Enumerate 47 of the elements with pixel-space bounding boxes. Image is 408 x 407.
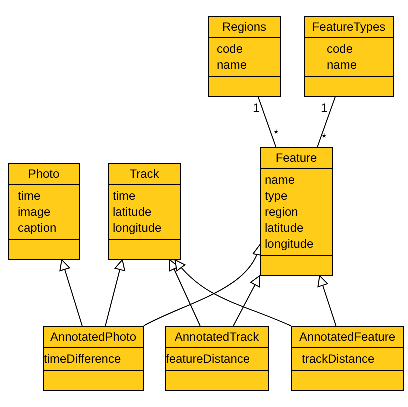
class-name: Feature [261, 148, 332, 169]
association-line [258, 96, 277, 148]
attribute-text: type [265, 188, 289, 204]
attribute-text: region [265, 204, 300, 220]
class-box [304, 16, 394, 97]
generalization-arrow [174, 260, 292, 326]
class-name: Regions [209, 17, 280, 38]
multiplicity-label: 1 [321, 102, 328, 114]
class-box [208, 16, 281, 97]
attribute-text: longitude [265, 236, 315, 252]
class-box [165, 326, 269, 391]
attribute-text: code [217, 41, 244, 57]
attribute-text: time [18, 188, 42, 204]
attribute-text: caption [18, 220, 58, 236]
attribute-text: image [18, 204, 52, 220]
generalization-arrow [60, 260, 83, 326]
class-box [291, 326, 404, 391]
generalization-arrow [318, 276, 337, 326]
class-name: FeatureTypes [305, 17, 393, 38]
class-box [260, 147, 333, 276]
attribute-text: longitude [113, 220, 163, 236]
class-name: AnnotatedFeature [292, 327, 403, 348]
generalization-arrow [233, 276, 260, 326]
multiplicity-label: * [274, 128, 279, 140]
attribute-text: name [265, 172, 296, 188]
class-name: Track [109, 164, 180, 185]
class-box [8, 163, 80, 260]
association-line [317, 96, 336, 148]
class-box [108, 163, 181, 260]
attribute-text: latitude [113, 204, 153, 220]
class-box [43, 326, 144, 391]
multiplicity-label: 1 [253, 102, 260, 114]
attribute-text: featureDistance [166, 351, 252, 367]
generalization-arrow [144, 244, 262, 326]
generalization-arrow [169, 260, 201, 326]
attribute-text: trackDistance [302, 351, 376, 367]
attribute-text: timeDifference [44, 351, 122, 367]
attribute-text: latitude [265, 220, 305, 236]
attribute-text: name [327, 57, 358, 73]
class-name: AnnotatedPhoto [44, 327, 143, 348]
class-name: Photo [9, 164, 79, 185]
generalization-arrow [105, 260, 126, 326]
attribute-text: time [113, 188, 137, 204]
multiplicity-label: * [322, 132, 327, 144]
attribute-text: code [327, 41, 354, 57]
class-name: AnnotatedTrack [166, 327, 268, 348]
attribute-text: name [217, 57, 248, 73]
